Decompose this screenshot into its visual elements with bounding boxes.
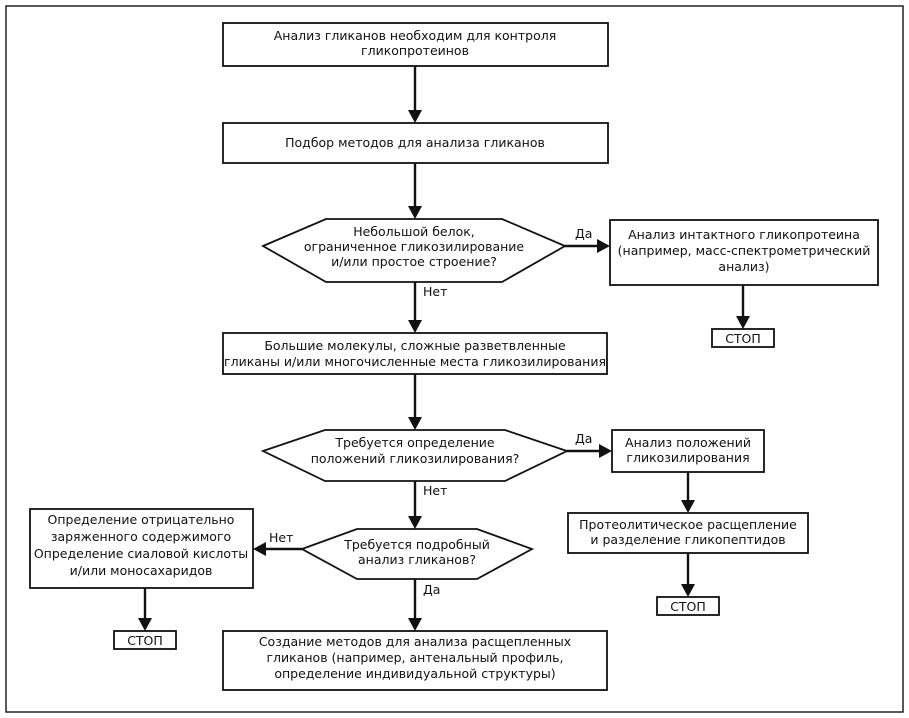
node-text-line: заряженного содержимого [51,529,231,544]
arrowheads [138,110,750,631]
stop-s3 [113,630,177,650]
arrowhead [736,316,750,329]
node-text-line: Небольшой белок, [353,224,475,239]
edge-label-d2-yes: Да [575,431,592,446]
node-text-s2: СТОП [670,599,706,614]
arrowhead [253,542,266,556]
node-text-line: СТОП [127,633,163,648]
node-text-d1: Небольшой белок,ограниченное гликозилиро… [304,224,525,269]
node-text-s3: СТОП [127,633,163,648]
node-r3 [567,512,809,554]
decision-d2 [260,429,570,482]
arrowhead [599,444,612,458]
edge-label-d1-no: Нет [423,284,447,299]
connectors [143,66,745,620]
node-text-line: анализ гликанов? [358,552,476,567]
arrowhead [408,110,422,123]
stop-s2 [656,596,720,616]
node-text-line: гликаны и/или многочисленные места глико… [224,354,606,369]
node-text-line: анализ) [718,259,769,274]
node-text-s1: СТОП [725,331,761,346]
arrowhead [408,618,422,631]
node-text-line: определение индивидуальной структуры) [274,666,555,681]
node-text-line: и/или простое строение? [331,254,497,269]
node-text-line: Анализ интактного гликопротеина [628,227,860,242]
arrowhead [681,584,695,597]
node-text-line: СТОП [670,599,706,614]
node-n2 [222,122,609,164]
node-text-line: гликозилирования [626,450,749,465]
node-text-line: (например, масс-спектрометрический [618,243,871,258]
edge-label-d3-no: Нет [269,530,293,545]
arrowhead [408,417,422,430]
node-text-line: Большие молекулы, сложные разветвленные [264,338,566,353]
node-text-line: Требуется определение [334,435,494,450]
node-n3 [222,332,608,375]
decision-d1 [260,218,568,283]
node-text-line: Создание методов для анализа расщепленны… [259,634,571,649]
node-l1 [29,508,254,589]
node-text-line: положений гликозилирования? [311,451,520,466]
node-text-n2: Подбор методов для анализа гликанов [285,135,545,150]
node-text-line: Определение сиаловой кислоты [34,546,248,561]
node-text-l1: Определение отрицательно заряженного соде… [34,512,248,578]
node-text-r1: Анализ интактного гликопротеина(например… [618,227,871,274]
node-n1 [222,22,609,67]
node-text-line: Протеолитическое расщепление [579,517,797,532]
node-n4 [222,630,608,691]
arrowhead [138,618,152,631]
node-text-line: гликопротеинов [361,43,469,58]
node-text-line: ограниченное гликозилирование [304,239,525,254]
node-text-line: СТОП [725,331,761,346]
node-text-line: гликанов (например, антенальный профиль, [266,650,563,665]
arrowhead [408,320,422,333]
node-text-line: Анализ гликанов необходим для контроля [274,28,556,43]
node-text-line: и разделение гликопептидов [590,532,785,547]
decision-d3 [299,528,535,580]
node-text-line: Анализ положений [625,435,751,450]
edge-labels: Да Нет Да Нет Нет Да [269,226,592,597]
node-text-n4: Создание методов для анализа расщепленны… [259,634,571,681]
arrowhead [597,239,610,253]
edge-label-d3-yes: Да [423,582,440,597]
node-text-line: Определение отрицательно [48,512,235,527]
node-text-line: и/или моносахаридов [70,563,213,578]
node-text-line: Подбор методов для анализа гликанов [285,135,545,150]
edge-label-d2-no: Нет [423,483,447,498]
edge-label-d1-yes: Да [575,226,592,241]
node-r2 [611,429,765,473]
arrowhead [408,206,422,219]
node-text-line: Требуется подробный [343,537,490,552]
node-r1 [609,219,879,286]
arrowhead [408,516,422,529]
arrowhead [681,500,695,513]
nodes [29,22,879,691]
stop-s1 [711,328,775,348]
